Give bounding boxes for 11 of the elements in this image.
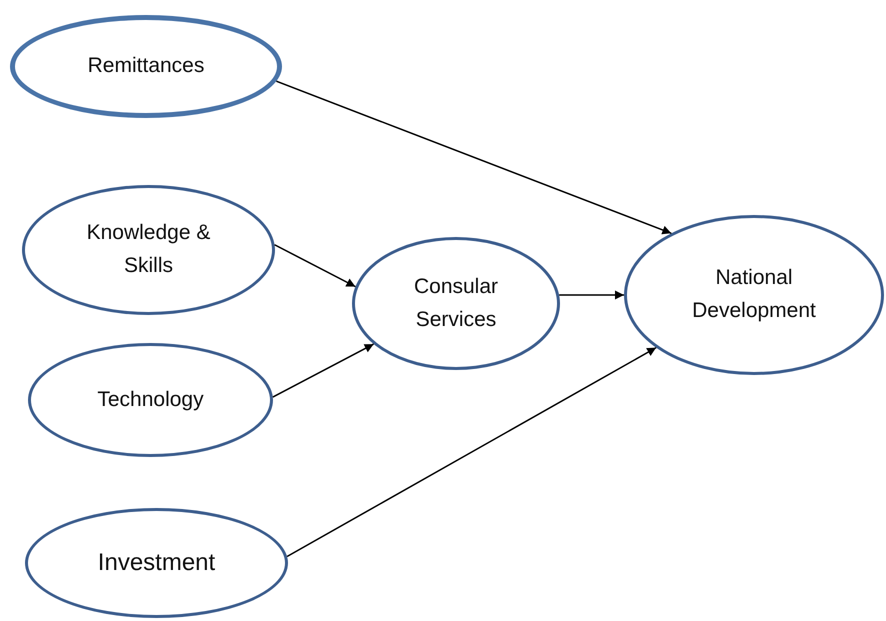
arrow [286, 347, 656, 558]
node-label: Knowledge & Skills [86, 220, 212, 279]
arrow [274, 244, 356, 288]
node-label: Remittances [86, 53, 206, 80]
arrow [272, 343, 374, 398]
node-label: Investment [96, 548, 216, 578]
node-label: Technology [96, 386, 205, 413]
node-label: Consular Services [412, 274, 500, 332]
arrow [559, 290, 624, 300]
arrow [276, 80, 672, 234]
node-label: National Development [691, 265, 817, 324]
